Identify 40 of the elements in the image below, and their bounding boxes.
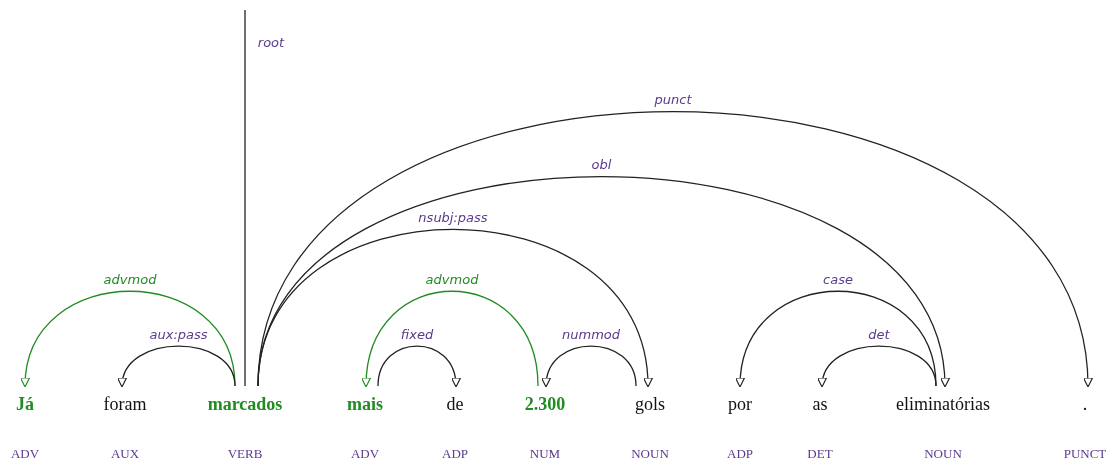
word: as bbox=[812, 394, 828, 414]
pos-tag: VERB bbox=[227, 446, 263, 462]
dependency-arc bbox=[736, 290, 937, 388]
dependency-arc bbox=[257, 175, 949, 388]
dependency-arc bbox=[21, 290, 236, 388]
word: por bbox=[728, 394, 752, 414]
edge-label: advmod bbox=[423, 271, 481, 287]
dependency-arc bbox=[257, 228, 652, 388]
dependency-arc bbox=[818, 345, 937, 388]
edge-label: obl bbox=[589, 156, 614, 172]
dependency-arc bbox=[377, 345, 461, 388]
word: eliminatórias bbox=[896, 394, 990, 414]
pos-tag: ADP bbox=[727, 446, 753, 462]
word: foram bbox=[103, 394, 147, 414]
pos-tag: ADP bbox=[442, 446, 468, 462]
pos-tag: ADV bbox=[350, 446, 380, 462]
edge-label: advmod bbox=[101, 271, 159, 287]
pos-tag: AUX bbox=[110, 446, 140, 462]
edge-label: fixed bbox=[398, 326, 436, 342]
word: mais bbox=[347, 394, 383, 414]
word: 2.300 bbox=[524, 394, 566, 414]
pos-tag: NUM bbox=[529, 446, 561, 462]
word: marcados bbox=[207, 394, 283, 414]
pos-tag: ADV bbox=[10, 446, 40, 462]
dependency-arc bbox=[257, 111, 1092, 388]
pos-tag: DET bbox=[807, 446, 833, 462]
word: de bbox=[446, 394, 464, 414]
word: Já bbox=[16, 394, 34, 414]
pos-tag: NOUN bbox=[924, 446, 962, 462]
dependency-arc bbox=[118, 345, 236, 388]
word: . bbox=[1082, 394, 1088, 414]
dependency-arc bbox=[542, 345, 637, 388]
edge-label: nsubj:pass bbox=[416, 209, 490, 225]
edge-label: nummod bbox=[560, 326, 622, 342]
pos-tag: NOUN bbox=[631, 446, 669, 462]
dependency-arc bbox=[361, 290, 539, 388]
edge-label: det bbox=[866, 326, 892, 342]
dependency-arc bbox=[244, 9, 246, 387]
word: gols bbox=[635, 394, 665, 414]
pos-tag: PUNCT bbox=[1063, 446, 1107, 462]
